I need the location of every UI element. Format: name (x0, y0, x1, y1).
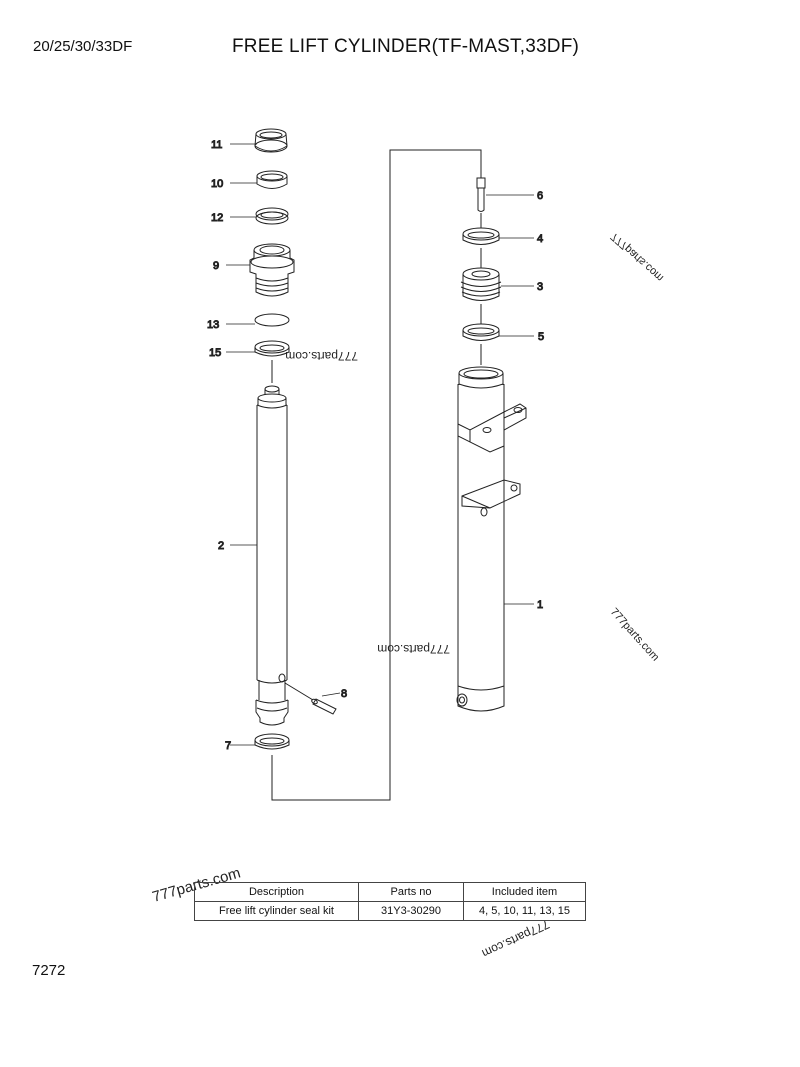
column-header-description: Description (194, 882, 359, 902)
part-12-ring (255, 207, 289, 225)
part-13-o-ring (254, 313, 290, 327)
cell-description: Free lift cylinder seal kit (194, 901, 359, 921)
callout-6: 6 (537, 190, 543, 202)
part-5-ring (462, 323, 500, 341)
part-1-cylinder-tube (456, 366, 527, 712)
callout-8: 8 (341, 688, 347, 700)
callout-2: 2 (218, 540, 224, 552)
cell-parts-no: 31Y3-30290 (358, 901, 464, 921)
callout-10: 10 (211, 178, 223, 190)
part-10-ring (256, 170, 288, 189)
part-6-valve (476, 177, 486, 212)
model-code: 20/25/30/33DF (33, 38, 133, 55)
watermark-4: 777parts.com (608, 606, 662, 664)
watermark-6: 777parts.com (480, 917, 552, 960)
part-4-ring (462, 227, 500, 245)
part-2-rod (255, 385, 289, 726)
cell-included-item: 4, 5, 10, 11, 13, 15 (463, 901, 586, 921)
callout-11: 11 (211, 139, 222, 151)
callout-leaders (226, 143, 534, 746)
callout-15: 15 (209, 347, 221, 359)
sheet-number: 7272 (32, 962, 66, 979)
part-15-ring (254, 340, 290, 357)
column-header-included-item: Included item (463, 882, 586, 902)
callout-12: 12 (211, 212, 223, 224)
callout-3: 3 (537, 281, 543, 293)
assembly-bracket-line (271, 149, 482, 801)
seal-kit-table: Description Parts no Included item Free … (194, 882, 586, 921)
callout-9: 9 (213, 260, 219, 272)
watermark-2: 777parts.com (377, 642, 450, 656)
table-header-row: Description Parts no Included item (194, 882, 586, 902)
part-11-wiper (254, 128, 288, 153)
part-9-gland (249, 243, 295, 297)
callout-13: 13 (207, 319, 219, 331)
callout-4: 4 (537, 233, 543, 245)
page-title: FREE LIFT CYLINDER(TF-MAST,33DF) (232, 36, 580, 57)
callout-5: 5 (538, 331, 544, 343)
part-8-pin (284, 682, 337, 715)
part-3-piston (460, 267, 502, 301)
callout-1: 1 (537, 599, 543, 611)
watermark-1: 777parts.com (285, 349, 358, 363)
watermark-3: 777parts.com (609, 230, 667, 284)
callout-7: 7 (225, 740, 231, 752)
part-7-ring (254, 733, 290, 750)
column-header-parts-no: Parts no (358, 882, 464, 902)
table-row: Free lift cylinder seal kit 31Y3-30290 4… (194, 901, 586, 921)
